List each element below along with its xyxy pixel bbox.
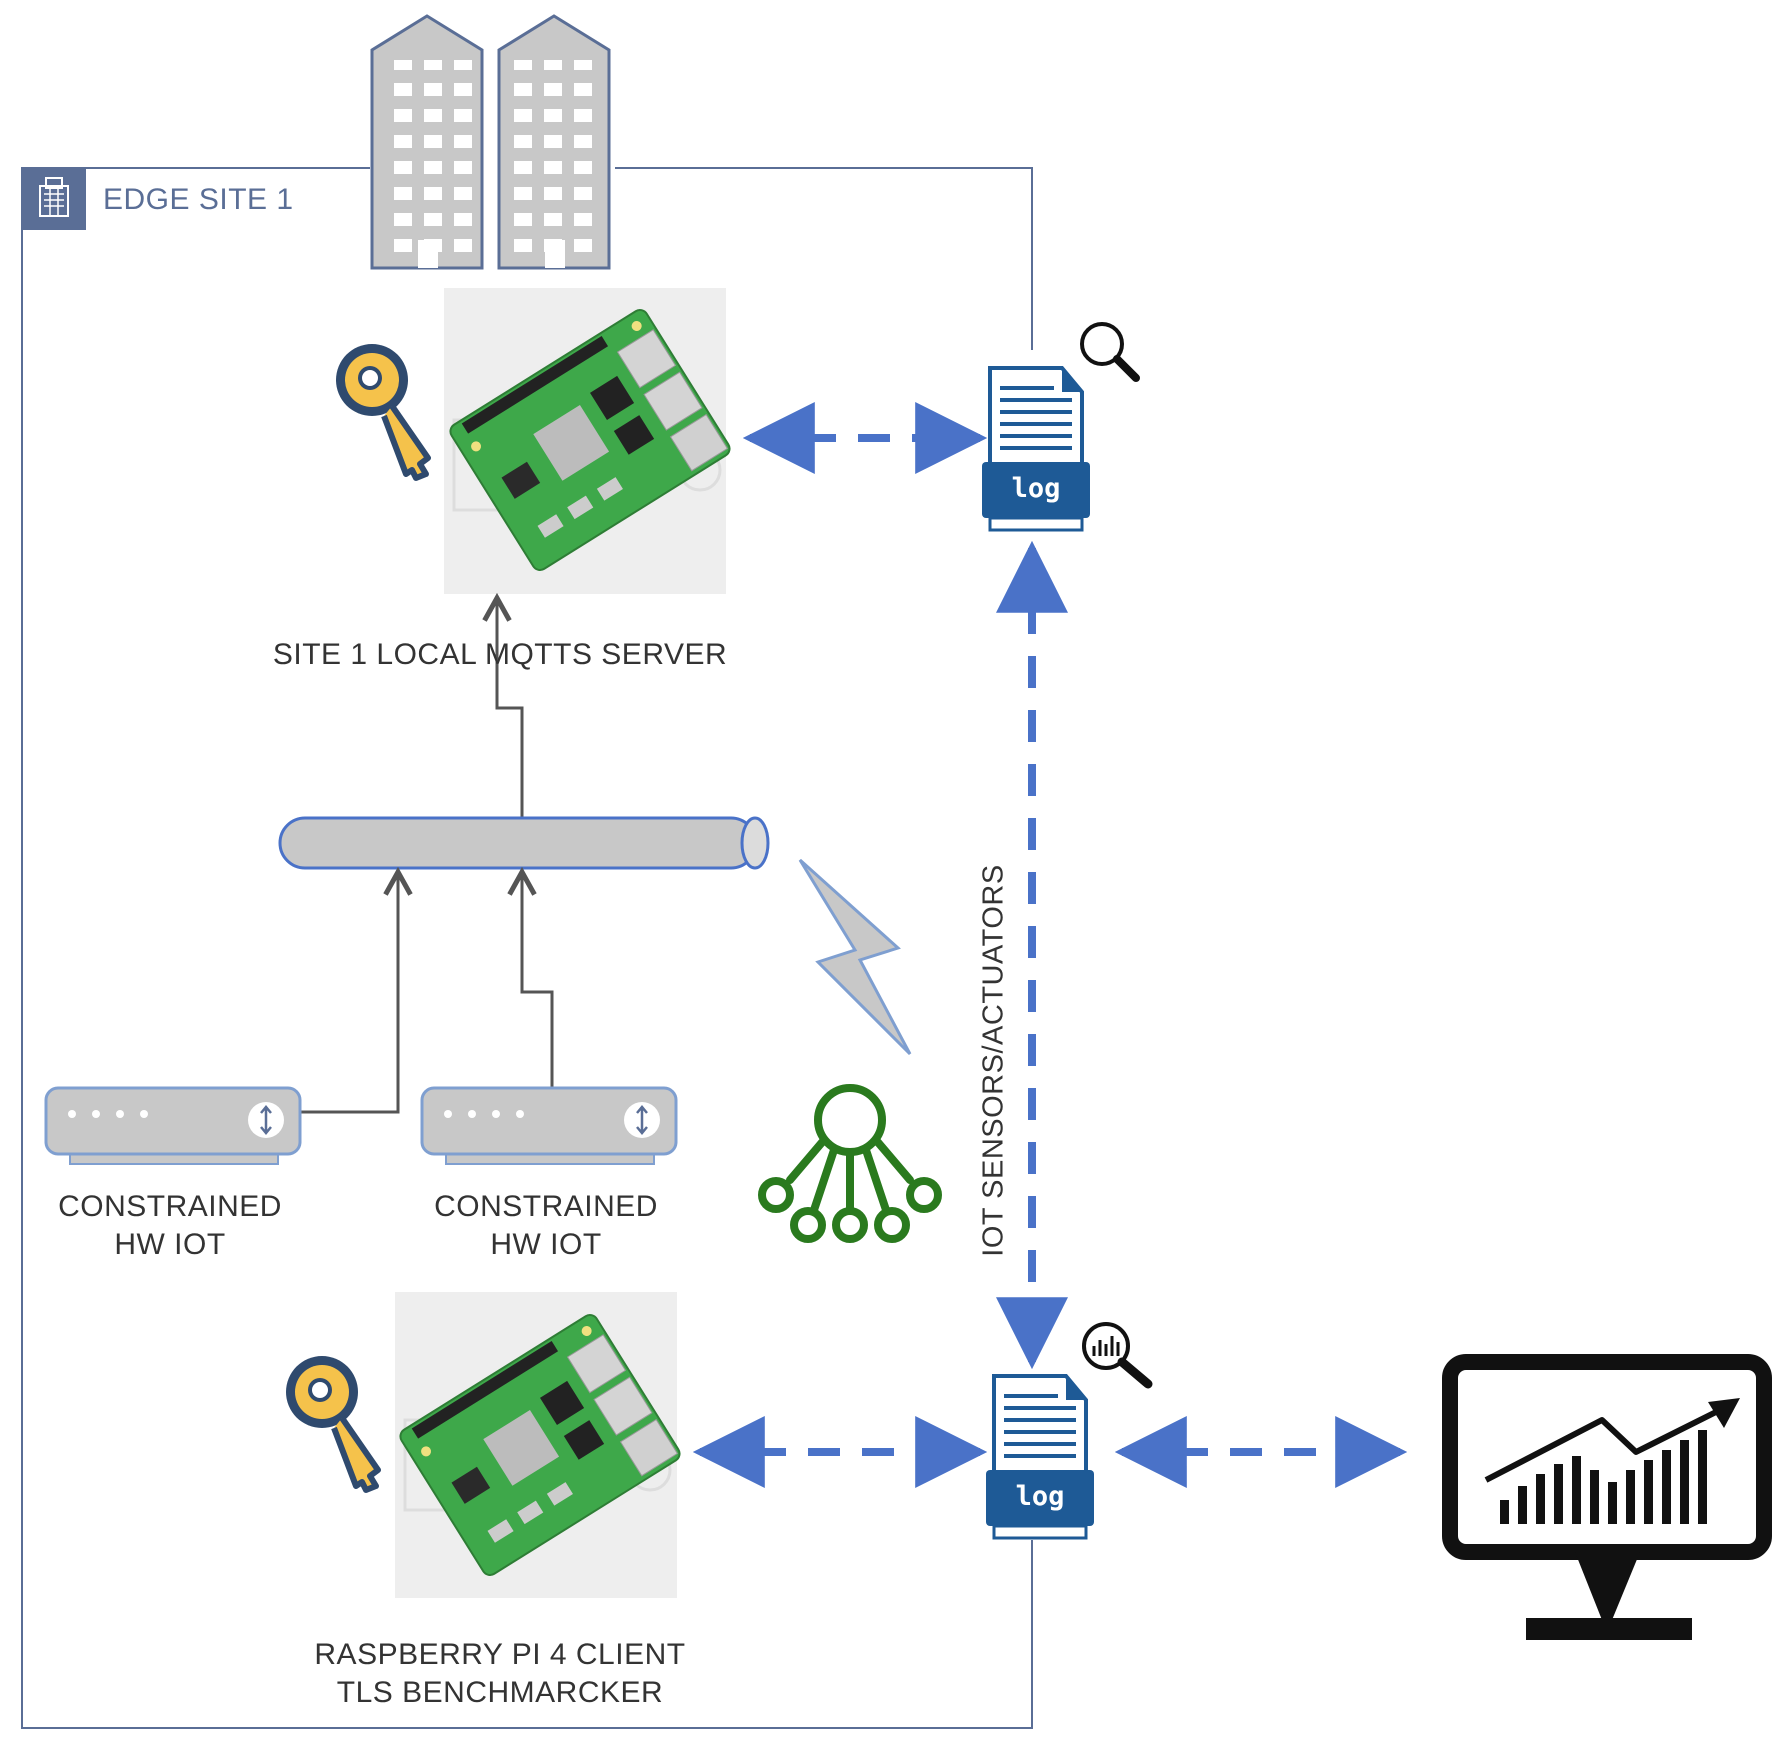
- device-1-label: CONSTRAINED HW IOT: [40, 1188, 300, 1264]
- device-2-arrow: [522, 872, 554, 1118]
- client-label: RASPBERRY PI 4 CLIENT TLS BENCHMARCKER: [280, 1636, 720, 1712]
- dashboard-monitor-icon: [1442, 1354, 1772, 1640]
- client-board-image: [395, 1292, 681, 1598]
- analytics-magnifier-icon: [1082, 1322, 1153, 1389]
- client-label-line2: TLS BENCHMARCKER: [336, 1676, 664, 1709]
- dashed-arrows: [692, 402, 1408, 1488]
- log-label-top: log: [1012, 473, 1061, 504]
- constrained-device-1-icon: [44, 1086, 302, 1165]
- client-label-line1: RASPBERRY PI 4 CLIENT: [314, 1638, 686, 1671]
- iot-link-label: IOT SENSORS/ACTUATORS: [977, 864, 1010, 1257]
- log-file-icon: log: [982, 366, 1090, 532]
- office-buildings-icon: [370, 14, 611, 270]
- wireless-lightning-icon: [798, 858, 912, 1056]
- log-file-icon: log: [986, 1374, 1094, 1540]
- edge-site-frame: [21, 167, 1033, 1729]
- device-2-label-line2: HW IOT: [490, 1228, 602, 1261]
- uplink-arrow: [497, 598, 524, 818]
- log-label-bottom: log: [1016, 1481, 1065, 1512]
- magnifier-icon: [1080, 322, 1140, 382]
- server-label: SITE 1 LOCAL MQTTS SERVER: [272, 638, 728, 671]
- key-icon: [336, 344, 431, 481]
- iot-hub-icon: [758, 1084, 942, 1243]
- device-2-label-line1: CONSTRAINED: [434, 1190, 658, 1223]
- edge-site-title: EDGE SITE 1: [103, 183, 294, 216]
- constrained-device-2-icon: [420, 1086, 678, 1165]
- device-1-label-line2: HW IOT: [114, 1228, 226, 1261]
- server-board-image: [444, 288, 731, 594]
- device-2-label: CONSTRAINED HW IOT: [416, 1188, 676, 1264]
- device-1-label-line1: CONSTRAINED: [58, 1190, 282, 1223]
- network-pipe: [278, 816, 770, 870]
- key-icon: [286, 1356, 381, 1493]
- device-1-arrow: [270, 872, 398, 1114]
